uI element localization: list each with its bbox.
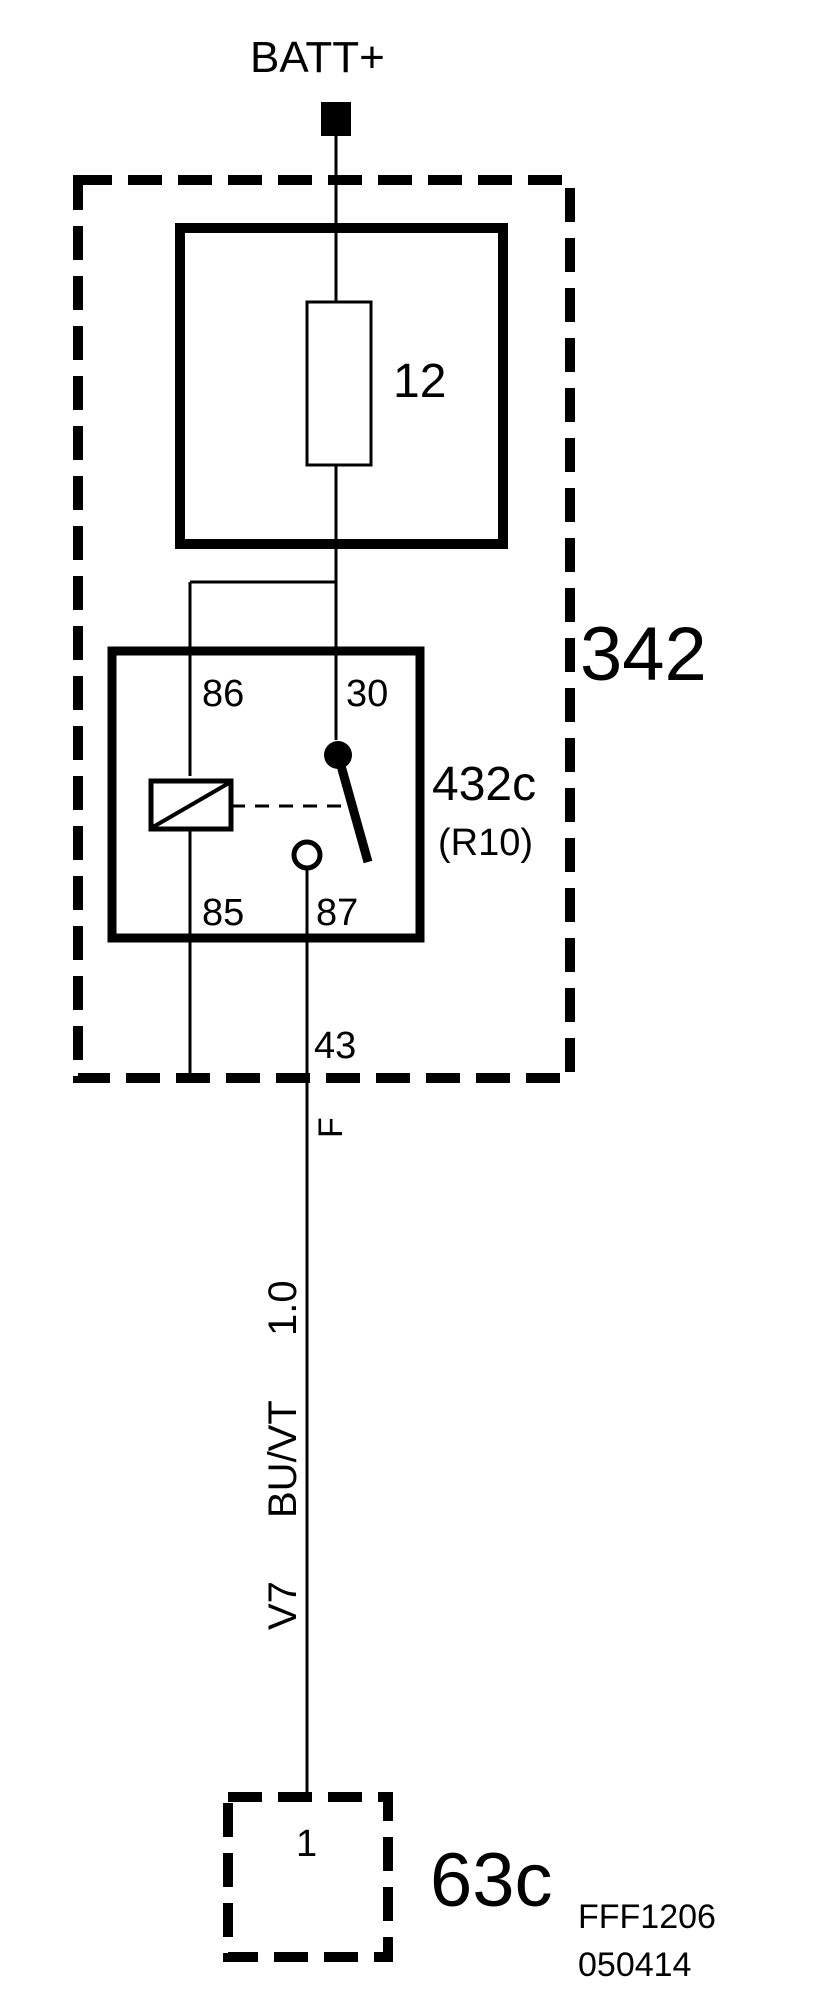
component-id-label: 63c xyxy=(430,1838,553,1923)
fuse-number-label: 12 xyxy=(393,355,446,408)
relay-coil-diagonal xyxy=(151,781,231,829)
relay-pin-30-label: 30 xyxy=(346,673,388,715)
relay-pin-86-label: 86 xyxy=(202,673,244,715)
drawing-ref-label: FFF1206 xyxy=(578,1898,716,1936)
relay-ref-label: (R10) xyxy=(438,822,533,864)
drawing-date-label: 050414 xyxy=(578,1946,691,1984)
relay-432c-box xyxy=(107,646,425,943)
relay-pin-85-label: 85 xyxy=(202,892,244,934)
relay-pin-87-label: 87 xyxy=(316,892,358,934)
connector-letter-label: F xyxy=(312,1117,350,1138)
relay-switch-arm xyxy=(333,753,373,864)
module-342-label: 342 xyxy=(580,612,707,697)
component-63c-box xyxy=(223,1792,393,1962)
fuse-symbol xyxy=(305,300,373,467)
wire-size-label: 1.0 xyxy=(261,1280,305,1336)
connector-pin-label: 43 xyxy=(314,1025,356,1067)
batt-terminal xyxy=(321,102,351,136)
batt-plus-label: BATT+ xyxy=(250,33,385,82)
relay-no-contact xyxy=(291,839,323,871)
wire-id-label: V7 xyxy=(261,1581,305,1630)
module-342-boundary xyxy=(73,175,575,1083)
relay-id-label: 432c xyxy=(432,758,536,811)
wire-color-label: BU/VT xyxy=(261,1400,305,1518)
component-pin-label: 1 xyxy=(296,1823,317,1865)
fuse-box xyxy=(175,223,508,549)
